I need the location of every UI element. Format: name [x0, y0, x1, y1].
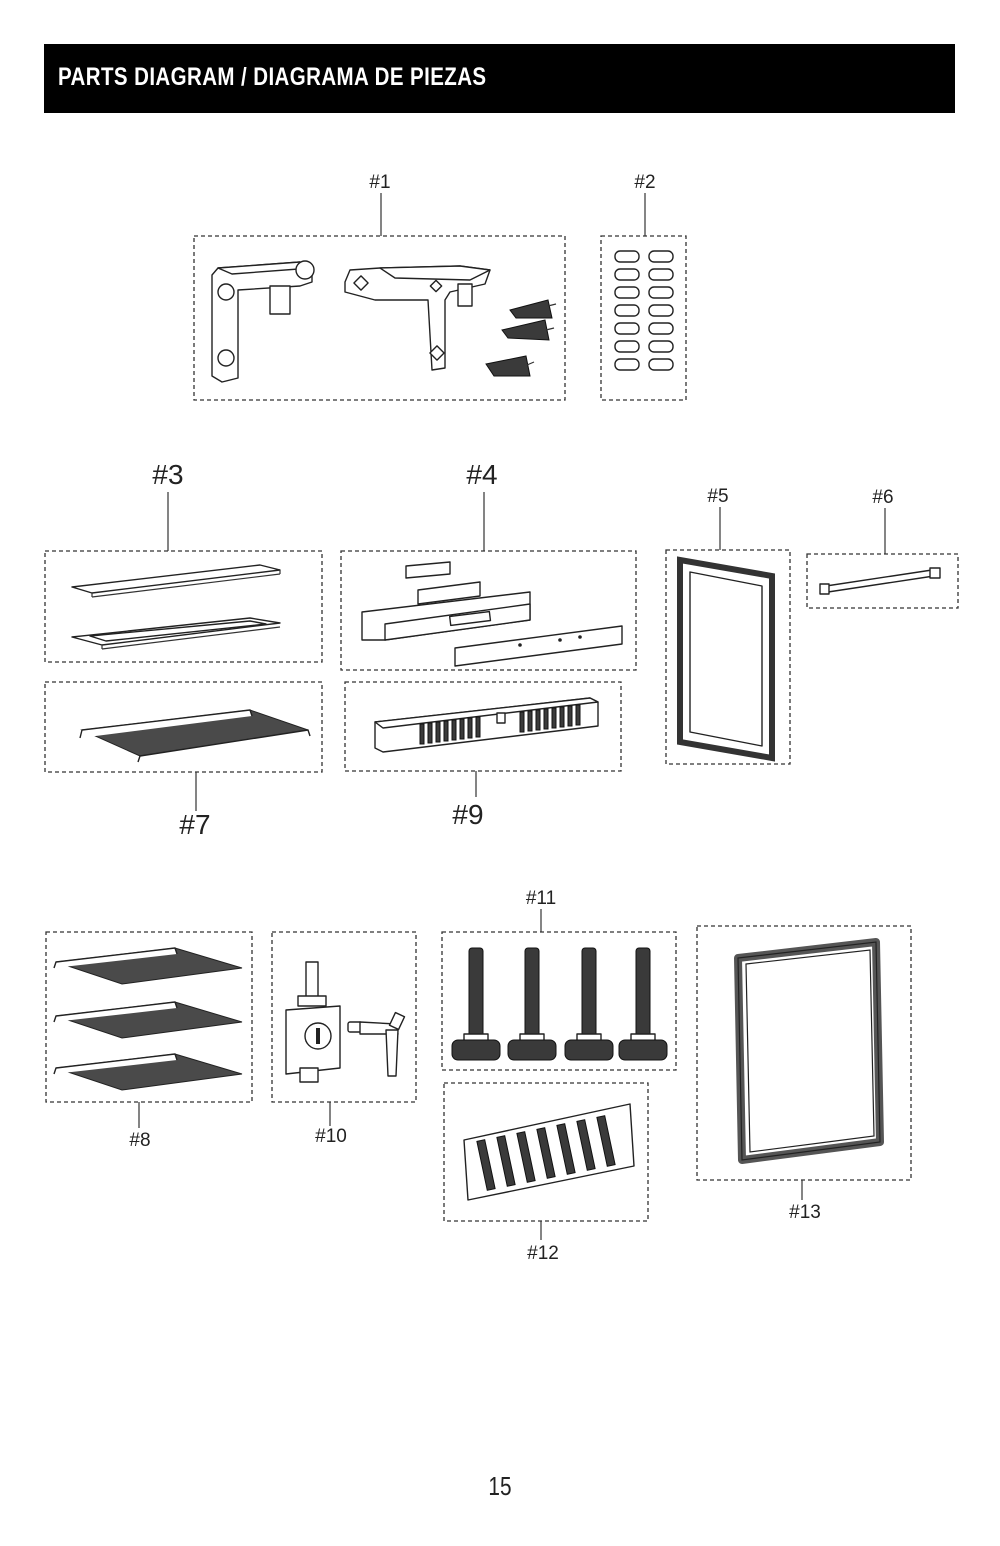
part-8-label: #8 — [129, 1130, 150, 1151]
part-3-label: #3 — [152, 459, 183, 490]
part-11: #11 — [441, 888, 677, 1071]
part-4-label: #4 — [466, 459, 497, 490]
handle-bar-icon — [819, 567, 941, 595]
hinge-bracket-left-icon — [211, 260, 315, 383]
part-6-box — [806, 553, 959, 609]
part-10-label: #10 — [315, 1126, 347, 1147]
key-icon — [347, 1011, 406, 1077]
top-panel-icon — [71, 564, 281, 650]
part-3-box — [44, 550, 323, 663]
part-9: #9 — [344, 681, 622, 830]
door-frame-icon — [677, 556, 775, 762]
leveling-leg-icon — [451, 947, 668, 1061]
part-8: #8 — [45, 931, 253, 1151]
part-2: #2 — [600, 172, 687, 401]
part-4-box — [340, 550, 637, 671]
vent-grille-icon — [374, 697, 599, 753]
part-2-label: #2 — [634, 172, 655, 193]
part-12: #12 — [443, 1082, 649, 1264]
part-5-label: #5 — [707, 486, 728, 507]
part-7-box — [44, 681, 323, 773]
part-7: #7 — [44, 681, 323, 840]
part-11-label: #11 — [526, 888, 556, 909]
part-13: #13 — [696, 925, 912, 1223]
mounting-bracket-icon — [361, 561, 623, 667]
part-5: #5 — [665, 486, 791, 765]
wire-shelf-icon — [79, 709, 311, 763]
part-11-box — [441, 931, 677, 1071]
shelf-stack-icon — [53, 947, 243, 1091]
part-13-label: #13 — [789, 1202, 821, 1223]
title-bar: PARTS DIAGRAM / DIAGRAMA DE PIEZAS — [44, 44, 955, 113]
part-9-label: #9 — [452, 799, 483, 830]
page-number: 15 — [488, 1471, 512, 1501]
door-gasket-icon — [734, 938, 884, 1164]
part-8-box — [45, 931, 253, 1103]
page-title: PARTS DIAGRAM / DIAGRAMA DE PIEZAS — [58, 63, 487, 91]
part-7-label: #7 — [179, 809, 210, 840]
part-6-label: #6 — [872, 487, 893, 508]
part-10: #10 — [271, 931, 417, 1147]
part-4: #4 — [340, 459, 637, 671]
part-1-box — [193, 235, 566, 401]
part-6: #6 — [806, 487, 959, 609]
part-13-box — [696, 925, 912, 1181]
part-2-box — [600, 235, 687, 401]
part-12-label: #12 — [527, 1243, 559, 1264]
part-1: #1 — [193, 172, 566, 401]
hinge-bracket-right-icon — [344, 265, 491, 371]
part-12-box — [443, 1082, 649, 1222]
kick-plate-icon — [463, 1103, 635, 1201]
part-3: #3 — [44, 459, 323, 663]
part-1-label: #1 — [369, 172, 390, 193]
lock-icon — [285, 961, 341, 1083]
part-5-box — [665, 549, 791, 765]
screw-cap-icon — [614, 250, 674, 371]
screw-icon — [485, 299, 557, 377]
part-10-box — [271, 931, 417, 1103]
